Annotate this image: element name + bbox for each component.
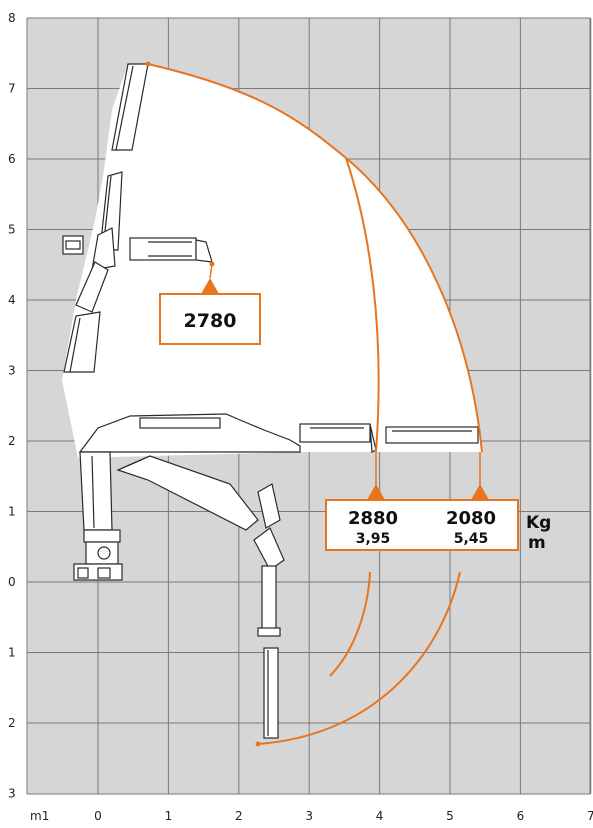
reach-curves	[147, 63, 483, 745]
y-tick-label: 0	[8, 575, 16, 589]
unit-kg: Kg	[526, 513, 551, 533]
y-tick-label: 3	[8, 364, 16, 378]
load-box-a-kg: 2880	[348, 508, 398, 529]
y-tick-label: 2	[8, 434, 16, 448]
y-tick-label: 2	[8, 716, 16, 730]
lower-reach-curve-inner	[329, 571, 371, 677]
y-tick-label: 1	[8, 646, 16, 660]
x-tick-label: 1	[165, 809, 173, 823]
crane-boom-icon	[62, 63, 479, 739]
y-tick-label: 7	[8, 82, 16, 96]
load-box-b-kg: 2080	[446, 508, 496, 529]
triangle-pointer-icon	[367, 484, 385, 500]
outer-reach-curve	[147, 63, 483, 453]
x-tick-label: 0	[94, 809, 102, 823]
unit-m: m	[528, 533, 546, 553]
y-tick-label: 4	[8, 293, 16, 307]
triangle-pointer-icon	[201, 278, 219, 294]
y-tick-label: 5	[8, 223, 16, 237]
load-box-a-m: 3,95	[356, 531, 391, 547]
x-axis-labels: m1 0 1 2 3 4 5 6 7	[30, 809, 593, 823]
x-tick-label: 5	[446, 809, 454, 823]
load-box-b-m: 5,45	[454, 531, 489, 547]
load-box-bottom	[325, 499, 519, 551]
inner-reach-curve	[345, 157, 380, 453]
x-tick-label: 7	[587, 809, 593, 823]
triangle-pointer-icon	[471, 484, 489, 500]
x-tick-label: 4	[376, 809, 384, 823]
lower-reach-curve-outer	[257, 571, 461, 745]
y-tick-label: 1	[8, 505, 16, 519]
y-tick-label: 3	[8, 787, 16, 801]
boom-tip-bottom	[255, 741, 261, 747]
drop-line-top	[209, 263, 213, 279]
x-unit-label: m1	[30, 809, 49, 823]
boom-tip-top	[145, 61, 151, 67]
x-tick-label: 2	[235, 809, 243, 823]
x-tick-label: 3	[305, 809, 313, 823]
y-axis-labels: 8 7 6 5 4 3 2 1 0 1 2 3	[8, 11, 16, 801]
load-box-top-kg: 2780	[184, 310, 237, 332]
x-tick-label: 6	[517, 809, 525, 823]
working-envelope	[62, 64, 482, 458]
y-tick-label: 8	[8, 11, 16, 25]
load-box-top	[159, 293, 261, 345]
y-tick-label: 6	[8, 152, 16, 166]
